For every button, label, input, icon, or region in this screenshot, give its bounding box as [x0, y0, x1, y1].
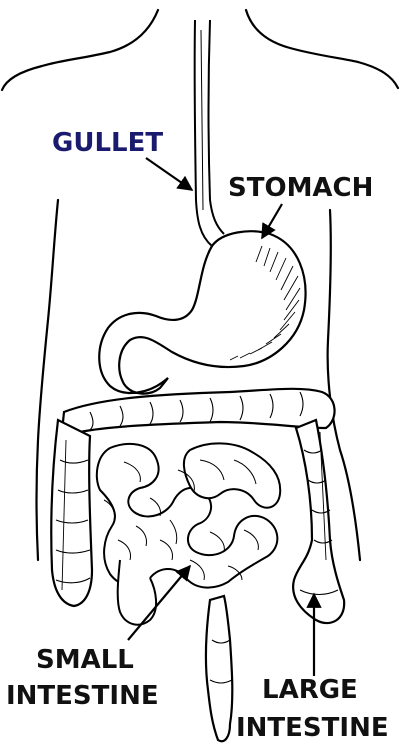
- label-pointers: [127, 157, 322, 676]
- stomach-label: STOMACH: [228, 173, 373, 203]
- small-intestine: [95, 442, 282, 626]
- large-intestine-label-line2: INTESTINE: [236, 713, 389, 743]
- gullet: [193, 19, 225, 247]
- small-intestine-folds: [103, 459, 259, 581]
- colon-markings: [55, 391, 339, 684]
- small-intestine-arrow: [127, 564, 191, 641]
- stomach: [98, 230, 307, 395]
- small-intestine-label-line1: SMALL: [36, 645, 134, 675]
- small-intestine-label-line2: INTESTINE: [6, 681, 159, 711]
- gullet-arrow: [145, 157, 194, 191]
- large-intestine: [50, 387, 346, 743]
- body-outline: [0, 8, 400, 562]
- large-intestine-label-line1: LARGE: [262, 675, 358, 705]
- stomach-arrow: [261, 203, 283, 240]
- gullet-label: GULLET: [52, 128, 163, 158]
